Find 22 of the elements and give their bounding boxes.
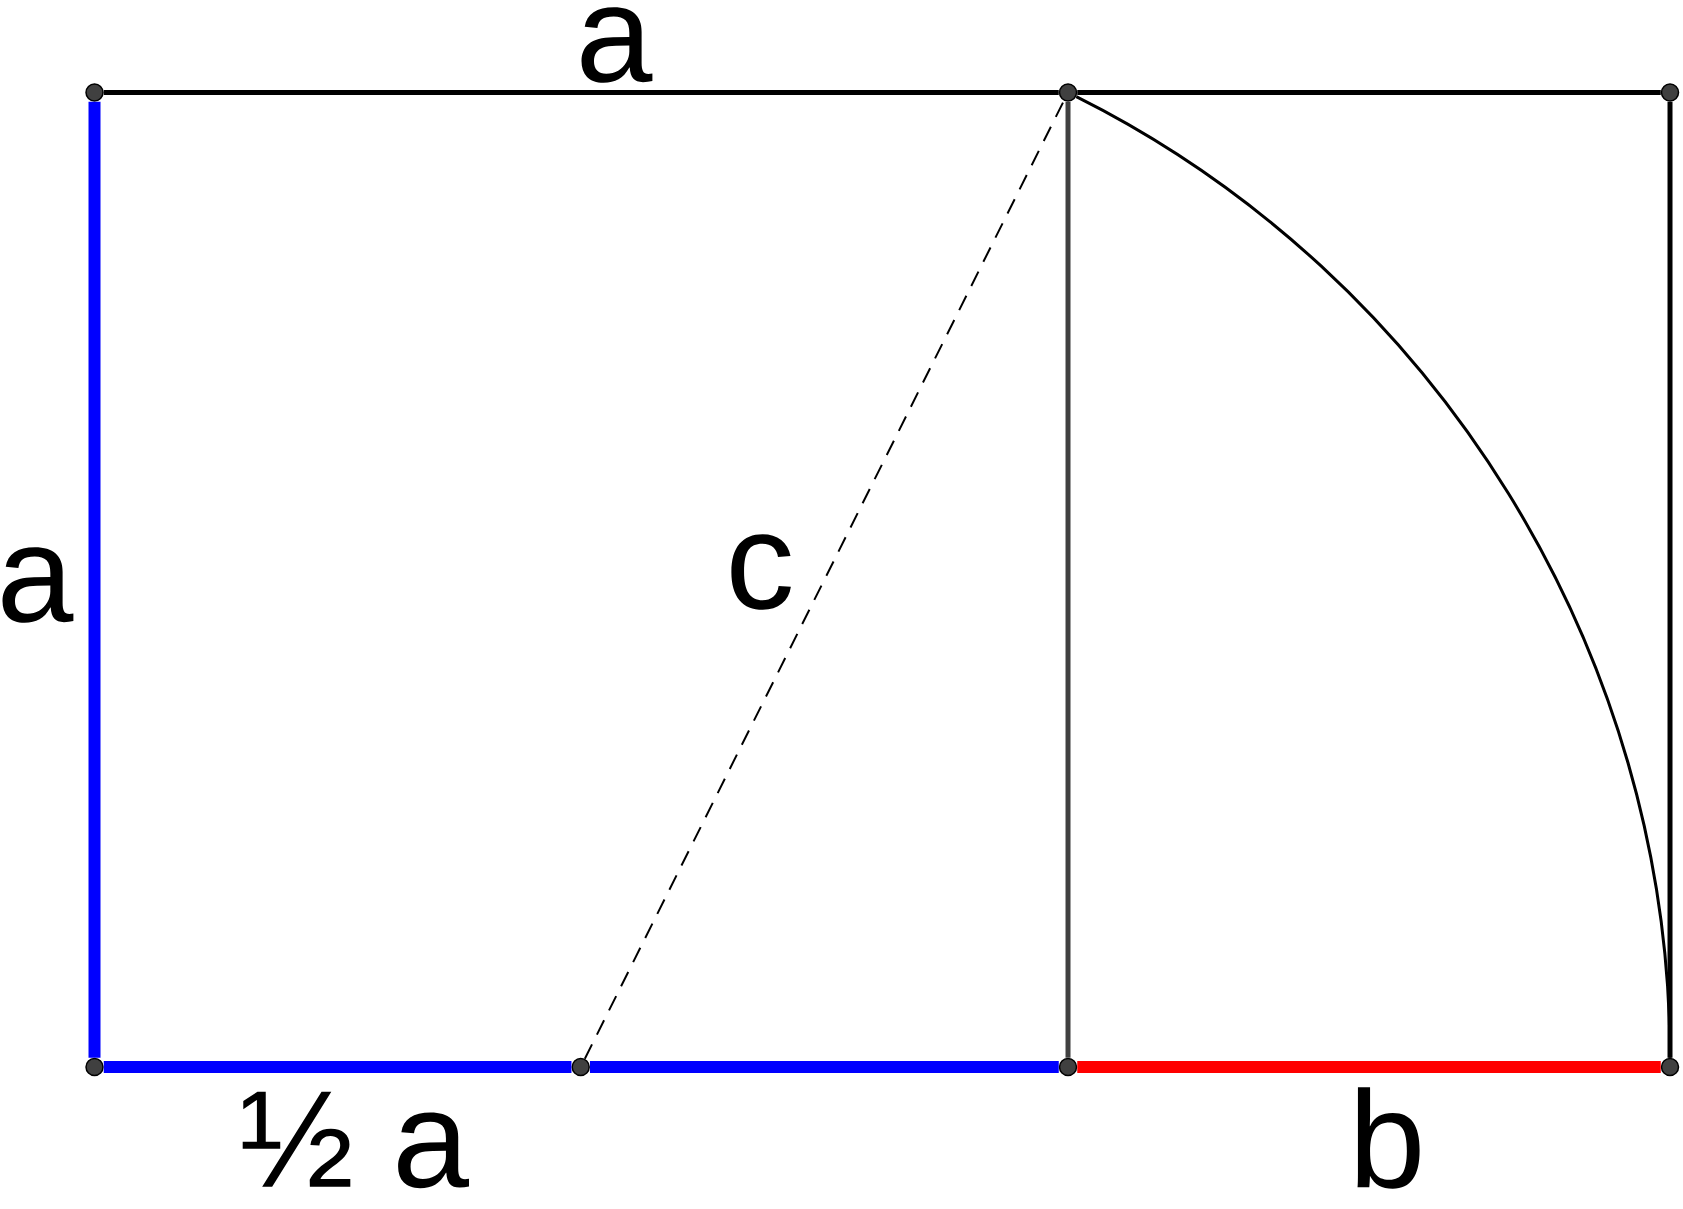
point-dot [1660, 1057, 1680, 1077]
point-dot [85, 83, 104, 102]
arc [1075, 95, 1672, 1058]
length-label: a [581, 7, 653, 83]
length-label: ½ a [242, 1091, 469, 1189]
line-segment [589, 1061, 1059, 1073]
point-dot [85, 1057, 104, 1077]
point-dot [1660, 83, 1680, 102]
point-dot [1058, 1057, 1078, 1077]
line-segment [1077, 1061, 1661, 1073]
line-segment [88, 101, 101, 1058]
length-label: a [2, 547, 74, 623]
length-label: c [731, 534, 791, 610]
point-dot [571, 1057, 590, 1077]
line-segment [103, 1061, 572, 1073]
point-dot [1058, 83, 1078, 102]
dashed-line [583, 99, 1065, 1060]
line-segment [1077, 90, 1661, 95]
line-segment [1065, 101, 1071, 1058]
line-segment [1667, 101, 1673, 1058]
length-label: b [1357, 1087, 1420, 1189]
line-segment [103, 90, 1059, 95]
